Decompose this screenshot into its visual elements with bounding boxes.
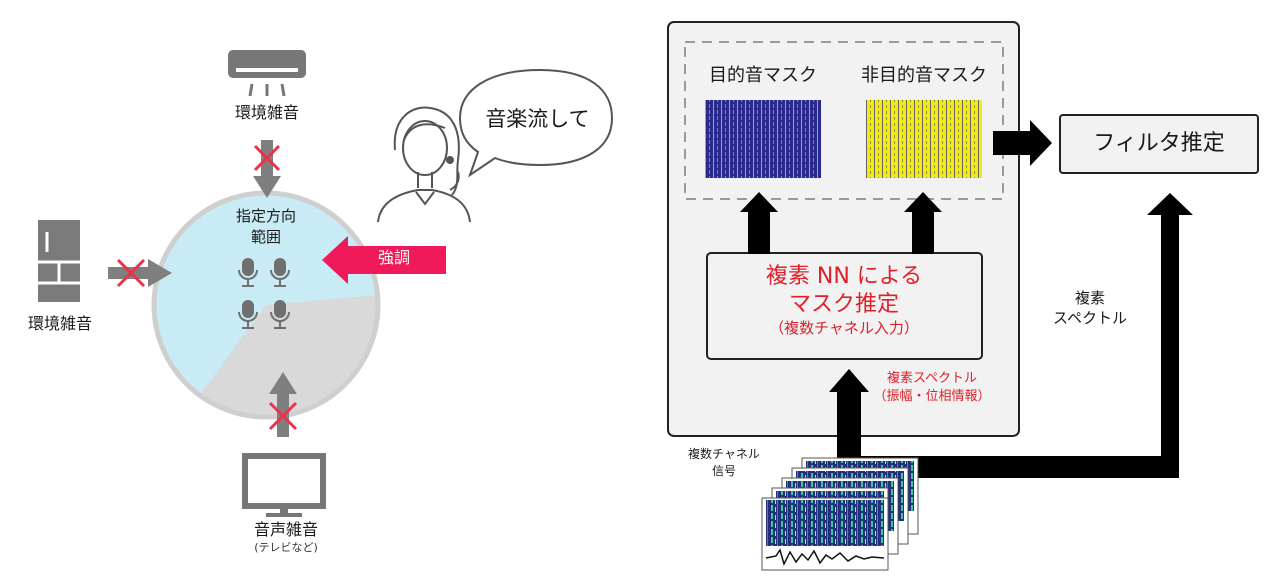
mask-group	[684, 41, 1004, 200]
noise-label-left: 環境雑音	[27, 314, 92, 333]
speech-bubble	[458, 68, 614, 178]
multichannel-spectrogram-stack	[761, 457, 919, 571]
filter-estimation-label: フィルタ推定	[1093, 131, 1225, 156]
range-label-line2: 範囲	[250, 228, 281, 246]
arrow-masks-to-filter	[993, 120, 1052, 166]
complex-spectrum-label-line1: 複素スペクトル	[886, 371, 978, 386]
arrow-nn-to-nontarget-mask	[904, 192, 942, 254]
air-conditioner-icon	[228, 50, 306, 97]
arrow-nn-to-target-mask	[740, 192, 778, 254]
nn-label-line3: （複数チャネル入力）	[769, 319, 919, 337]
side-spectrum-label-line2: スペクトル	[1053, 309, 1127, 327]
emphasis-arrow	[322, 236, 446, 284]
multichannel-signal-label-line2: 信号	[711, 464, 736, 478]
noise-label-bottom-note: (テレビなど)	[254, 541, 318, 554]
blocked-cross-icon	[116, 258, 146, 288]
nontarget-mask-label: 非目的音マスク	[861, 65, 987, 86]
noise-label-top: 環境雑音	[234, 103, 299, 122]
range-label-line1: 指定方向	[235, 207, 296, 225]
filter-estimation-box	[1059, 114, 1259, 174]
blocked-cross-icon	[253, 144, 281, 172]
television-icon	[242, 453, 326, 517]
nn-mask-estimation-box	[706, 252, 983, 360]
side-spectrum-label-line1: 複素	[1074, 289, 1105, 307]
blocked-cross-icon	[268, 401, 298, 431]
multichannel-signal-label-line1: 複数チャネル	[688, 447, 760, 461]
person-icon	[377, 106, 471, 223]
nn-label-line2: マスク推定	[788, 292, 899, 317]
refrigerator-icon	[38, 220, 80, 302]
speech-text: 音楽流して	[485, 107, 590, 131]
target-mask-label: 目的音マスク	[709, 65, 817, 86]
emphasis-label: 強調	[377, 248, 410, 267]
range-circle	[151, 190, 381, 420]
target-mask-image	[705, 100, 821, 178]
complex-spectrum-label-line2: （振幅・位相情報）	[873, 389, 991, 404]
nn-label-line1: 複素 NN による	[765, 264, 923, 289]
noise-label-bottom: 音声雑音	[253, 520, 318, 539]
microphone-array-icon	[238, 258, 290, 329]
nontarget-mask-image	[866, 100, 982, 178]
arrow-signal-to-nn	[829, 369, 869, 460]
